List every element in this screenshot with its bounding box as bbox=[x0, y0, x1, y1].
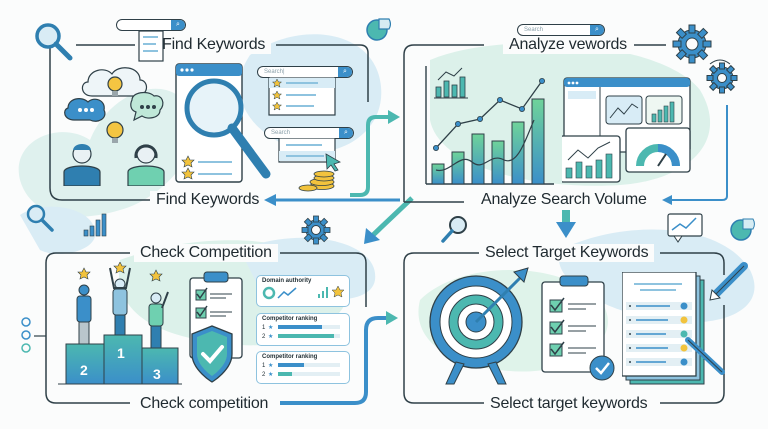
competitor-ranking-card-2: Competitor ranking 1 2 ★ ★ bbox=[256, 351, 350, 384]
competitor-ranking-label: Competitor ranking bbox=[262, 354, 318, 360]
dropdown-list-icon bbox=[138, 31, 164, 62]
competition-title: Check Competition bbox=[134, 244, 278, 262]
checklist-clipboard-illustration bbox=[541, 275, 615, 381]
select-frame bbox=[403, 252, 725, 404]
find-keywords-frame bbox=[49, 44, 369, 201]
analytics-dashboard-illustration bbox=[562, 77, 691, 183]
ranking-bars: 1 2 ★ ★ bbox=[262, 324, 340, 340]
search-icon: ⌕ bbox=[338, 67, 352, 77]
gear-icon bbox=[301, 215, 331, 245]
ranking-bars: 1 2 ★ ★ bbox=[262, 362, 340, 378]
svg-text:1: 1 bbox=[262, 325, 266, 331]
find-keywords-title: Find Keywords bbox=[156, 36, 272, 54]
search-icon: ⌕ bbox=[171, 20, 185, 30]
competitor-ranking-card-1: Competitor ranking 1 2 ★ ★ bbox=[256, 313, 350, 346]
keyword-document-pencil-illustration bbox=[622, 272, 725, 385]
magnifier-icon bbox=[441, 216, 467, 243]
svg-text:★: ★ bbox=[268, 324, 273, 331]
authority-metrics-icons bbox=[262, 285, 345, 300]
analyze-title: Analyze vewords bbox=[503, 36, 633, 54]
svg-text:2: 2 bbox=[262, 372, 266, 378]
growth-bar-chart-illustration bbox=[425, 66, 554, 185]
chart-bubble-and-pie-icons bbox=[667, 213, 755, 243]
people-brainstorming-illustration bbox=[63, 67, 165, 186]
pencil-icon bbox=[709, 262, 748, 301]
podium-winners-illustration bbox=[58, 262, 182, 385]
browser-search-results-illustration bbox=[175, 63, 271, 183]
analyze-frame bbox=[403, 44, 666, 203]
svg-text:1: 1 bbox=[262, 363, 266, 369]
podium-place-2: 2 bbox=[80, 362, 88, 378]
starred-results-list bbox=[268, 77, 336, 116]
clipboard-shield-illustration bbox=[189, 271, 243, 383]
svg-text:2: 2 bbox=[262, 334, 266, 340]
podium-place-3: 3 bbox=[153, 366, 161, 382]
find-keywords-caption: Find Keywords bbox=[150, 191, 266, 209]
analyze-search-bar[interactable]: Search⌕ bbox=[517, 24, 605, 36]
domain-authority-card: Domain authority bbox=[256, 275, 350, 307]
domain-authority-label: Domain authority bbox=[262, 278, 312, 284]
target-arrow-illustration bbox=[429, 267, 529, 385]
search-icon: ⌕ bbox=[339, 128, 353, 138]
analyze-caption: Analyze Search Volume bbox=[475, 191, 653, 209]
search-dropdown-with-coins bbox=[278, 138, 341, 192]
svg-text:★: ★ bbox=[268, 333, 273, 340]
competition-caption: Check competition bbox=[134, 395, 275, 413]
svg-text:★: ★ bbox=[268, 371, 273, 378]
competition-frame bbox=[21, 252, 367, 404]
magnifier-and-bars-icons bbox=[26, 204, 107, 237]
competitor-ranking-label: Competitor ranking bbox=[262, 316, 318, 322]
podium-place-1: 1 bbox=[117, 345, 125, 361]
pie-chart-icon bbox=[366, 18, 391, 41]
search-icon: ⌕ bbox=[590, 25, 604, 35]
select-title: Select Target Keywords bbox=[479, 244, 655, 262]
magnifier-icon bbox=[35, 23, 73, 61]
select-caption: Select target keywords bbox=[484, 395, 654, 413]
search-field-2[interactable]: Search⌕ bbox=[264, 127, 354, 139]
svg-text:★: ★ bbox=[268, 362, 273, 369]
gear-icons bbox=[672, 24, 738, 94]
